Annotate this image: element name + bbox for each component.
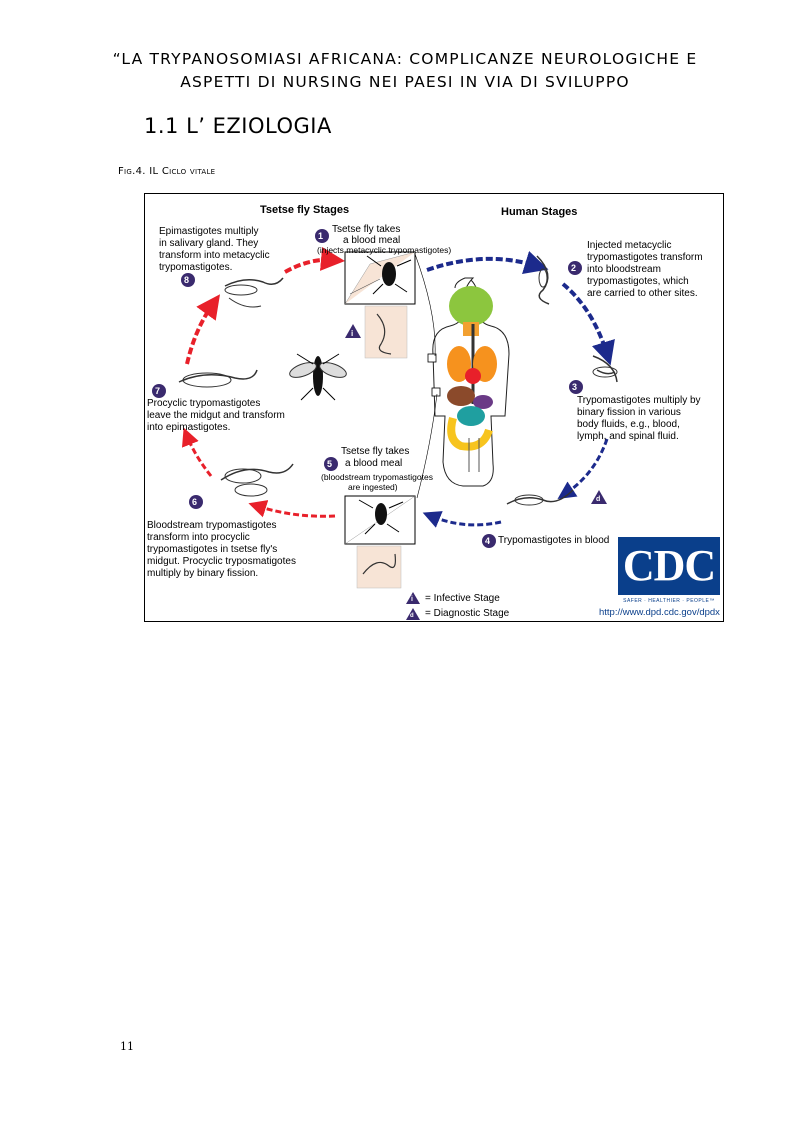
badge-1 bbox=[315, 229, 329, 243]
arrow-1-to-2 bbox=[426, 251, 549, 274]
tsetse-stages-title: Tsetse fly Stages bbox=[260, 204, 350, 216]
badge-7 bbox=[152, 384, 166, 398]
arrow-8-to-1 bbox=[284, 247, 345, 274]
badge-5-number: 5 bbox=[327, 459, 333, 469]
trypanosome-stage-4 bbox=[506, 489, 574, 506]
infective-marker-letter: i bbox=[351, 329, 354, 338]
stage-5-note-1: (bloodstream trypomastigotes bbox=[321, 472, 433, 482]
stage-6-line-5: multiply by binary fission. bbox=[147, 568, 259, 579]
stage-3-text: Trypomastigotes multiply by binary fissi… bbox=[577, 395, 701, 443]
section-title: 1.1 L’ EZIOLOGIA bbox=[144, 114, 332, 138]
legend-infective-icon bbox=[406, 592, 420, 604]
human-body-illustration bbox=[414, 253, 510, 499]
legend-infective-label: = Infective Stage bbox=[425, 593, 500, 604]
life-cycle-diagram: Tsetse fly Stages Human Stages 1 2 3 4 5… bbox=[144, 193, 724, 622]
stage-3-line-2: binary fission in various bbox=[577, 407, 681, 418]
trypanosome-stage-8 bbox=[224, 277, 284, 308]
stage-7-line-3: into epimastigotes. bbox=[147, 422, 231, 433]
diagnostic-marker-letter: d bbox=[596, 496, 601, 503]
stage-8-line-2: in salivary gland. They bbox=[159, 238, 259, 249]
stage-2-text: Injected metacyclic trypomastigotes tran… bbox=[587, 240, 703, 300]
badge-2-number: 2 bbox=[571, 263, 577, 273]
legend-diagnostic-letter: d bbox=[410, 613, 414, 619]
stage-2-line-1: Injected metacyclic bbox=[587, 240, 672, 251]
badge-4-number: 4 bbox=[485, 536, 491, 546]
stage-6-line-1: Bloodstream trypomastigotes bbox=[147, 520, 277, 531]
document-header: “LA TRYPANOSOMIASI AFRICANA: COMPLICANZE… bbox=[60, 48, 750, 94]
trypanosome-stage-3 bbox=[592, 355, 618, 383]
stage-8-text: Epimastigotes multiply in salivary gland… bbox=[159, 226, 270, 274]
header-line-2: ASPETTI DI NURSING NEI PAESI IN VIA DI S… bbox=[180, 73, 630, 91]
stage-1-note: (injects metacyclic trypomastigotes) bbox=[317, 245, 452, 255]
page-number: 11 bbox=[120, 1040, 134, 1053]
badge-3-number: 3 bbox=[572, 382, 578, 392]
stage-8-line-1: Epimastigotes multiply bbox=[159, 226, 259, 237]
badge-4 bbox=[482, 534, 496, 548]
diagram-graphics bbox=[152, 229, 618, 620]
legend-diagnostic-icon bbox=[406, 608, 420, 620]
stage-1-line-2: a blood meal bbox=[343, 235, 401, 246]
stage-markers bbox=[345, 324, 607, 620]
badge-3 bbox=[569, 380, 583, 394]
trypanosome-stage-2 bbox=[536, 255, 550, 305]
infective-marker-icon bbox=[345, 324, 361, 338]
stage-6-line-3: trypomastigotes in tsetse fly's bbox=[147, 544, 278, 555]
stage-2-line-5: are carried to other sites. bbox=[587, 288, 698, 299]
stage-3-line-4: lymph, and spinal fluid. bbox=[577, 431, 679, 442]
badge-5 bbox=[324, 457, 338, 471]
badge-8 bbox=[181, 273, 195, 287]
stage-3-line-3: body fluids, e.g., blood, bbox=[577, 419, 680, 430]
stage-5-note-2: are ingested) bbox=[348, 482, 398, 492]
stage-7-line-2: leave the midgut and transform bbox=[147, 410, 285, 421]
stage-7-line-1: Procyclic trypomastigotes bbox=[147, 398, 261, 409]
trypanosome-inset-1 bbox=[364, 305, 408, 359]
legend-diagnostic-label: = Diagnostic Stage bbox=[425, 608, 510, 619]
arrow-5-to-6 bbox=[248, 500, 336, 518]
badge-6 bbox=[189, 495, 203, 509]
badge-7-number: 7 bbox=[155, 386, 161, 396]
stage-6-line-2: transform into procyclic bbox=[147, 532, 250, 543]
header-line-1: “LA TRYPANOSOMIASI AFRICANA: COMPLICANZE… bbox=[112, 50, 698, 68]
diagnostic-marker-icon bbox=[591, 490, 607, 504]
stage-5-line-1: Tsetse fly takes bbox=[341, 446, 410, 457]
stage-8-line-3: transform into metacyclic bbox=[159, 250, 270, 261]
stage-6-text: Bloodstream trypomastigotes transform in… bbox=[147, 520, 296, 580]
badge-1-number: 1 bbox=[318, 231, 324, 241]
trypanosome-stage-7 bbox=[178, 369, 258, 388]
stage-8-line-4: trypomastigotes. bbox=[159, 262, 233, 273]
human-cycle-arrows bbox=[422, 251, 615, 528]
stage-2-line-3: into bloodstream bbox=[587, 264, 661, 275]
arrow-4-to-5 bbox=[422, 511, 502, 528]
legend-infective-letter: i bbox=[411, 596, 413, 603]
tsetse-fly-bite-illustration-5 bbox=[344, 495, 416, 545]
tsetse-fly-bite-illustration-1 bbox=[344, 251, 416, 305]
figure-caption: Fig.4. IL Ciclo vitale bbox=[118, 166, 216, 177]
stage-6-line-4: midgut. Procyclic tryposmatigotes bbox=[147, 556, 296, 567]
stage-3-line-1: Trypomastigotes multiply by bbox=[577, 395, 701, 406]
stage-4-text: Trypomastigotes in blood bbox=[498, 535, 610, 546]
badge-8-number: 8 bbox=[184, 275, 190, 285]
trypanosome-inset-5 bbox=[356, 545, 402, 589]
arrow-7-to-8 bbox=[185, 294, 221, 365]
arrow-3-to-4 bbox=[557, 438, 609, 499]
arrow-2-to-3 bbox=[561, 282, 615, 366]
trypanosome-stage-6 bbox=[220, 463, 294, 497]
stage-5-line-2: a blood meal bbox=[345, 458, 403, 469]
badge-2 bbox=[568, 261, 582, 275]
human-stages-title: Human Stages bbox=[501, 206, 578, 218]
stage-2-line-2: trypomastigotes transform bbox=[587, 252, 703, 263]
tsetse-fly-icon bbox=[289, 353, 347, 401]
source-url[interactable]: http://www.dpd.cdc.gov/dpdx bbox=[599, 607, 720, 618]
arrow-6-to-7 bbox=[181, 427, 213, 477]
cdc-logo-text: CDC bbox=[622, 541, 716, 590]
cdc-tagline: SAFER · HEALTHIER · PEOPLE™ bbox=[623, 598, 715, 604]
stage-badges bbox=[152, 229, 583, 548]
stage-7-text: Procyclic trypomastigotes leave the midg… bbox=[147, 398, 285, 434]
stage-2-line-4: trypomastigotes, which bbox=[587, 276, 689, 287]
tsetse-cycle-arrows bbox=[181, 247, 345, 518]
stage-1-line-1: Tsetse fly takes bbox=[332, 224, 401, 235]
cdc-logo: CDC bbox=[618, 537, 720, 595]
badge-6-number: 6 bbox=[192, 497, 198, 507]
